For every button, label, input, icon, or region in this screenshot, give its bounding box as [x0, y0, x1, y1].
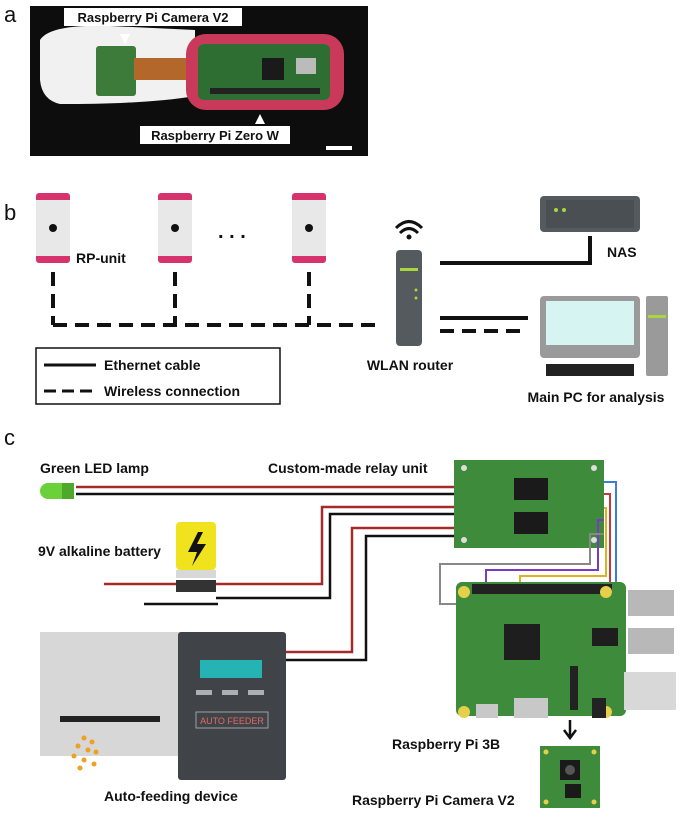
auto-feeding-device: AUTO FEEDER — [40, 632, 286, 780]
panel-label-c: c — [4, 425, 15, 450]
legend-ethernet: Ethernet cable — [104, 357, 201, 373]
camera-arrow — [563, 720, 577, 741]
panel-label-b: b — [4, 200, 16, 225]
router-label: WLAN router — [367, 357, 454, 373]
green-led-lamp — [40, 483, 74, 499]
router-pc-links — [440, 316, 528, 333]
wires-battery — [104, 505, 454, 662]
relay-unit — [454, 460, 604, 548]
legend-wireless: Wireless connection — [104, 383, 240, 399]
food-pellets — [71, 735, 99, 771]
camera-v2-label: Raspberry Pi Camera V2 — [352, 792, 515, 808]
green-led-label: Green LED lamp — [40, 460, 149, 476]
wlan-router — [394, 220, 424, 346]
auto-feeder-text: AUTO FEEDER — [200, 716, 264, 726]
zero-label: Raspberry Pi Zero W — [151, 128, 280, 143]
rpi3b-label: Raspberry Pi 3B — [392, 736, 500, 752]
raspberry-pi-3b — [456, 582, 676, 718]
lightning-icon — [188, 532, 206, 566]
battery-label: 9V alkaline battery — [38, 543, 161, 559]
main-pc-label: Main PC for analysis — [528, 389, 665, 405]
camera-callout: Raspberry Pi Camera V2 — [64, 8, 242, 44]
battery — [176, 522, 216, 592]
rp-unit-3 — [292, 193, 326, 263]
panel-label-a: a — [4, 2, 17, 27]
relay-label: Custom-made relay unit — [268, 460, 428, 476]
rp-unit-label: RP-unit — [76, 250, 126, 266]
nas-device — [540, 196, 640, 232]
photo-raspberry-pi-zero-w — [30, 6, 368, 156]
main-pc — [540, 296, 668, 376]
camera-label: Raspberry Pi Camera V2 — [77, 10, 228, 25]
zero-callout: Raspberry Pi Zero W — [140, 114, 290, 144]
raspberry-pi-camera-v2 — [540, 746, 600, 808]
auto-feeding-label: Auto-feeding device — [104, 788, 238, 804]
wires-led — [76, 485, 454, 496]
ellipsis: . . . — [218, 221, 246, 243]
nas-label: NAS — [607, 244, 637, 260]
network-legend: Ethernet cable Wireless connection — [35, 347, 281, 405]
wireless-links — [51, 272, 382, 327]
rp-unit-1 — [36, 193, 70, 263]
rp-unit-2 — [158, 193, 192, 263]
nas-ethernet — [440, 236, 592, 265]
